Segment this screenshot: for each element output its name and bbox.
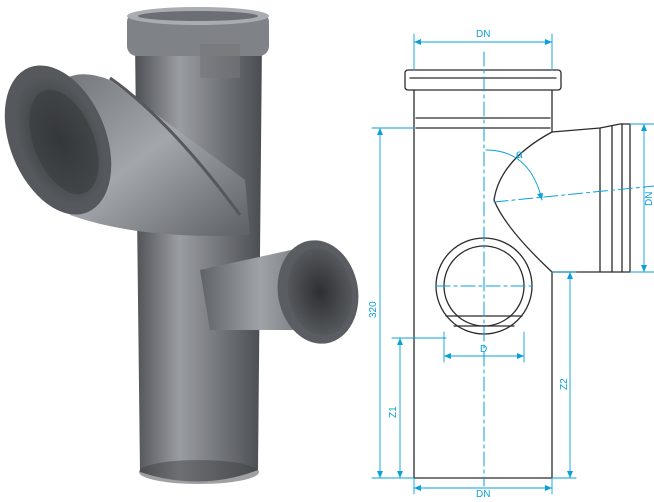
dimension-arrows [377,39,647,491]
label-alpha: α [516,147,523,161]
drawing-main-pipe [404,69,631,479]
pipe-double-branch-photo [4,7,359,484]
technical-drawing: DN DN D α 320 Z1 Z2 DN [368,29,654,500]
label-z1: Z1 [388,406,399,418]
label-dn-top: DN [476,29,490,40]
center-lines [435,51,654,487]
label-z2: Z2 [559,378,570,390]
label-d-branch: D [480,344,487,355]
label-side-clipped: DN [644,192,654,206]
label-height-320: 320 [368,301,379,318]
label-dn-bottom: DN [476,489,490,497]
dimension-lines [371,33,654,495]
